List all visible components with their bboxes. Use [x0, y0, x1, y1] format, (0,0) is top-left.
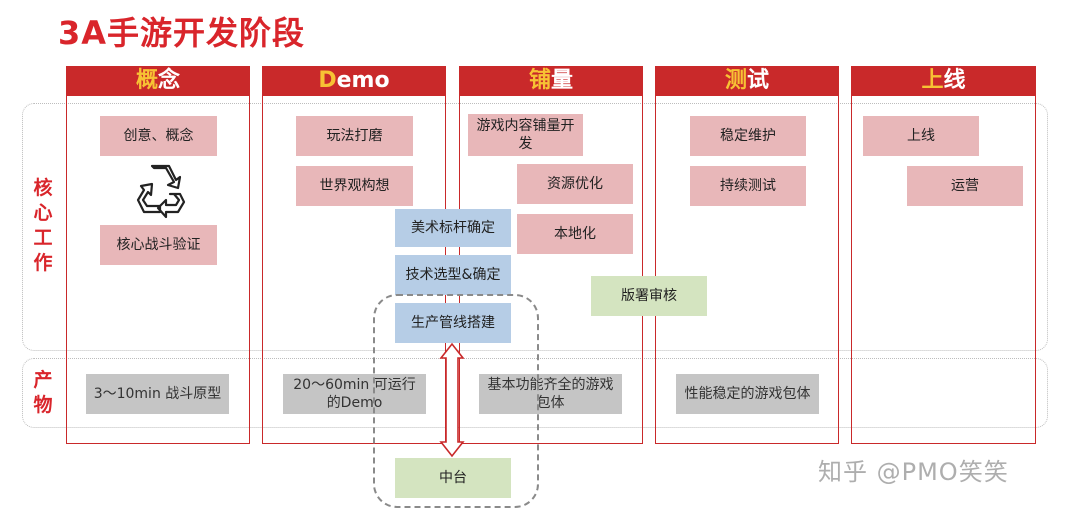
stage-header-rest: 试	[747, 68, 770, 93]
output-testing: 性能稳定的游戏包体	[676, 374, 819, 414]
stage-header-testing: 测试	[655, 66, 839, 96]
output-concept: 3～10min 战斗原型	[86, 374, 229, 414]
stage-header-rest: emo	[336, 68, 390, 93]
output-volume: 基本功能齐全的游戏包体	[479, 374, 622, 414]
task-content-production: 游戏内容铺量开发	[468, 114, 583, 156]
task-resource-optimize: 资源优化	[517, 164, 633, 204]
task-pipeline-setup: 生产管线搭建	[395, 303, 511, 343]
stage-header-rest: 量	[551, 68, 574, 93]
task-license-review: 版署审核	[591, 276, 707, 316]
row-label-output: 产物	[33, 369, 53, 416]
stage-header-launch: 上线	[851, 66, 1036, 96]
task-worldview: 世界观构想	[296, 166, 413, 206]
stage-column-concept: 概念	[66, 66, 250, 444]
row-label-core: 核心工作	[33, 177, 53, 274]
stage-header-first-char: 测	[724, 68, 747, 93]
stage-header-demo: Demo	[262, 66, 446, 96]
task-idea-concept: 创意、概念	[100, 116, 217, 156]
task-art-benchmark: 美术标杆确定	[395, 209, 511, 247]
task-localization: 本地化	[517, 214, 633, 254]
middle-platform-group	[373, 294, 539, 508]
stage-column-testing: 测试	[655, 66, 839, 444]
recycle-icon	[130, 160, 190, 220]
core-work-band	[22, 103, 1048, 351]
stage-header-volume: 铺量	[459, 66, 643, 96]
task-operation: 运营	[907, 166, 1023, 206]
output-demo: 20～60min 可运行的Demo	[283, 374, 426, 414]
page-title: 3A手游开发阶段	[58, 14, 306, 52]
stage-column-demo: Demo	[262, 66, 446, 444]
stage-header-first-char: 上	[921, 68, 944, 93]
output-band	[22, 358, 1048, 428]
stage-header-first-char: D	[318, 68, 337, 93]
task-continuous-testing: 持续测试	[690, 166, 806, 206]
stage-header-first-char: 概	[135, 68, 158, 93]
watermark: 知乎 @PMO笑笑	[818, 458, 1009, 486]
task-gameplay-polish: 玩法打磨	[296, 116, 413, 156]
stage-header-first-char: 铺	[528, 68, 551, 93]
stage-header-rest: 线	[943, 68, 966, 93]
stage-header-rest: 念	[158, 68, 181, 93]
task-stable-maintenance: 稳定维护	[690, 116, 806, 156]
task-go-live: 上线	[863, 116, 979, 156]
task-tech-selection: 技术选型&确定	[395, 255, 511, 295]
stage-column-launch: 上线	[851, 66, 1036, 444]
stage-header-concept: 概念	[66, 66, 250, 96]
task-middle-platform: 中台	[395, 458, 511, 498]
task-core-combat-verify: 核心战斗验证	[100, 225, 217, 265]
